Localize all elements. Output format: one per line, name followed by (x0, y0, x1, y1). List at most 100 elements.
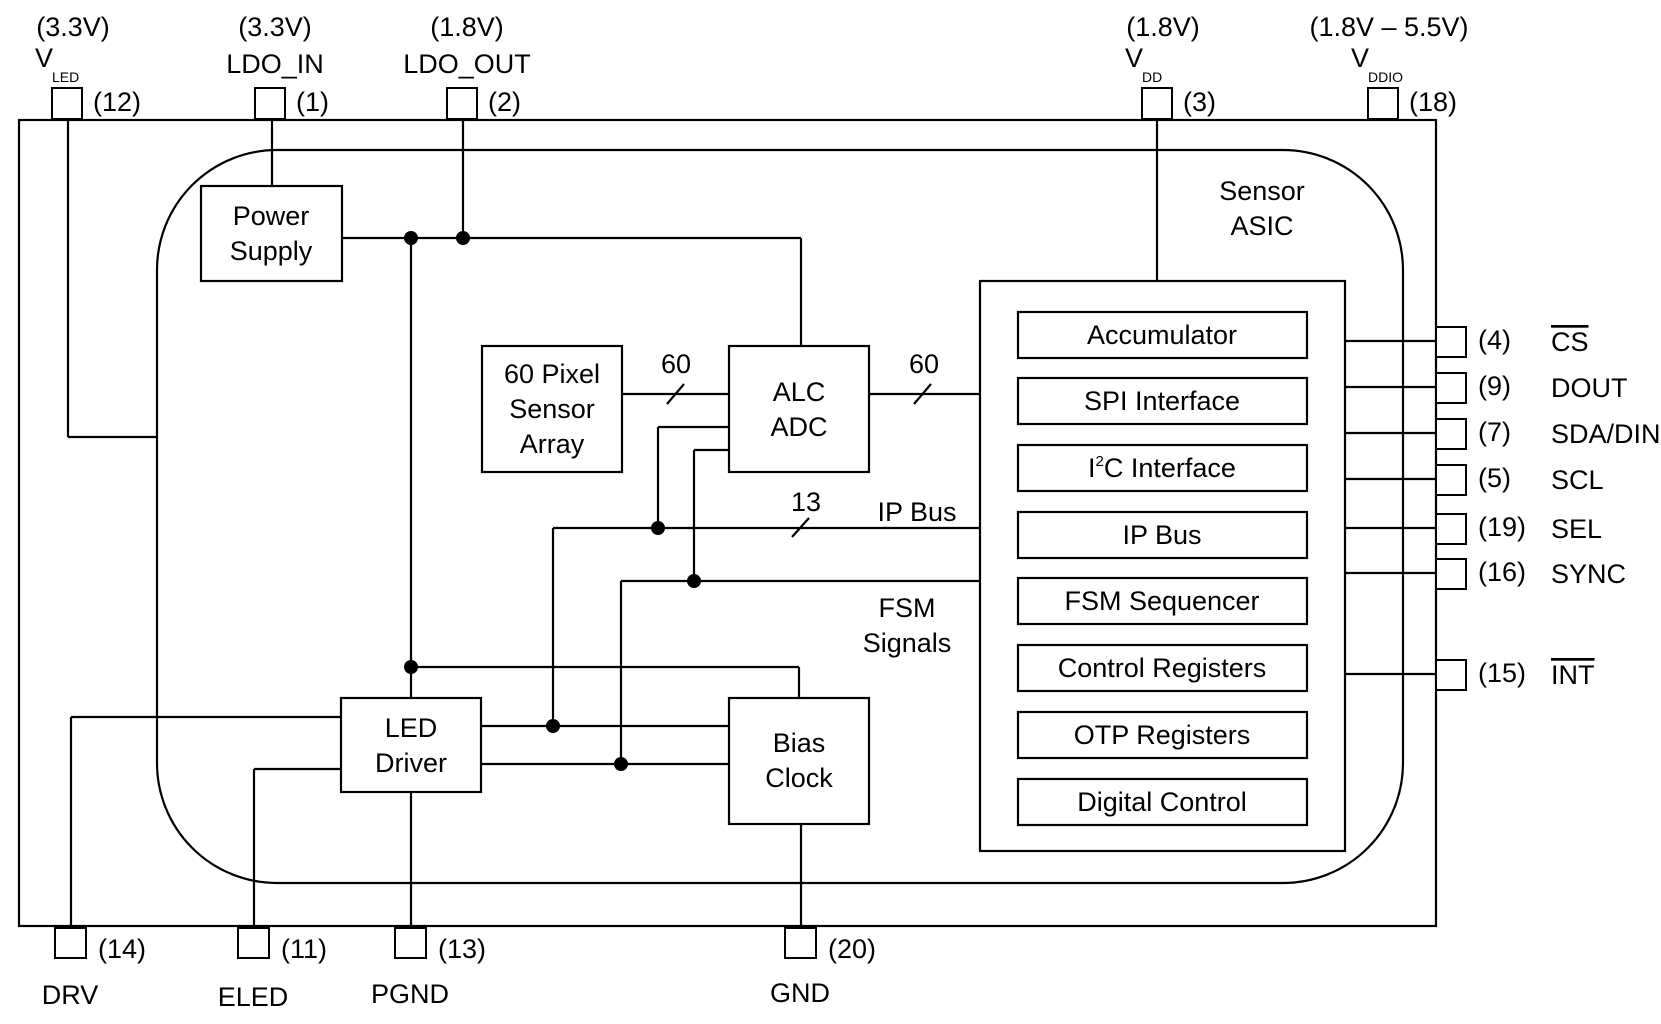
adc-bus-width: 60 (909, 349, 939, 379)
sensor-asic-boundary (155, 148, 1405, 885)
pin-ldo-in: (1) (3.3V) LDO_IN (226, 12, 329, 120)
pin-number: (18) (1409, 87, 1457, 117)
bottom-pins: (14)DRV(11)ELED(13)PGND(20)GND (42, 927, 876, 1012)
led-driver-label-line2: Driver (375, 748, 447, 778)
asic-block-fsm-sequencer: FSM Sequencer (1016, 576, 1309, 626)
alc-adc-block: ALC ADC (727, 344, 871, 474)
pin-pad (446, 87, 478, 120)
pin-name: SDA/DIN (1551, 419, 1661, 449)
asic-block-label: SPI Interface (1084, 386, 1240, 416)
pin-number: (19) (1478, 512, 1526, 542)
pin-pad (51, 87, 83, 120)
fsm-signals-label-line1: FSM (879, 593, 936, 623)
i2c-label: C Interface (1104, 453, 1236, 483)
alc-adc-label-line2: ADC (770, 412, 827, 442)
pin-sda-din: (7)SDA/DIN (1435, 417, 1661, 450)
pin-number: (5) (1478, 463, 1511, 493)
asic-block-label: OTP Registers (1074, 720, 1251, 750)
pin-gnd: (20) GND (770, 927, 876, 1008)
pin-pad (1435, 558, 1467, 590)
pin-pad (1141, 87, 1173, 120)
pin-number: (1) (296, 87, 329, 117)
pin-pad (394, 927, 427, 959)
asic-block-label: Digital Control (1077, 787, 1247, 817)
alc-adc-label-line1: ALC (773, 377, 826, 407)
asic-block-label: FSM Sequencer (1064, 586, 1259, 616)
pin-name: V (1125, 43, 1143, 73)
pin-number: (12) (93, 87, 141, 117)
pin-name: SCL (1551, 465, 1604, 495)
pin-eled: (11)ELED (218, 927, 327, 1012)
asic-block-label: Accumulator (1087, 320, 1237, 350)
pin-pad (1435, 326, 1467, 358)
asic-block-accumulator: Accumulator (1016, 310, 1309, 360)
pin-name: V (1351, 43, 1369, 73)
pin-pgnd: (13) PGND (371, 927, 486, 1009)
asic-block-digital-control: Digital Control (1016, 777, 1309, 827)
pin-name: GND (770, 978, 830, 1008)
pixel-bus-width: 60 (661, 349, 691, 379)
pin-number: (13) (438, 934, 486, 964)
wiring (66, 120, 1436, 926)
pin-name: CS (1551, 327, 1589, 357)
sensor-asic-label-line1: Sensor (1219, 176, 1305, 206)
pin-pad (1435, 659, 1467, 691)
asic-block-control-registers: Control Registers (1016, 643, 1309, 693)
pin-voltage: (3.3V) (36, 12, 110, 42)
pin-pad (1435, 513, 1467, 545)
power-supply-block: Power Supply (199, 184, 344, 283)
junction-dots (404, 231, 701, 771)
pin-number: (16) (1478, 557, 1526, 587)
pin-name: INT (1551, 660, 1595, 690)
pin-vdd: (3)(1.8V)VDD (1125, 12, 1216, 120)
pin-voltage: (3.3V) (238, 12, 312, 42)
pin-cs: (4) CS (1435, 325, 1589, 358)
pin-pad (1435, 372, 1467, 404)
pin-int: (15)INT (1435, 658, 1595, 691)
pin-pad (237, 927, 270, 959)
pin-name: DOUT (1551, 373, 1628, 403)
pin-name: LDO_IN (226, 49, 324, 79)
pixel-array-block: 60 Pixel Sensor Array (480, 344, 624, 474)
power-supply-label-line1: Power (233, 201, 310, 231)
asic-block-label: I2C Interface (1088, 453, 1236, 483)
pixel-array-label-line3: Array (520, 429, 585, 459)
bias-clock-label-line1: Bias (773, 728, 826, 758)
asic-block-spi-interface: SPI Interface (1016, 376, 1309, 426)
pin-pad (1435, 418, 1467, 450)
pin-name: PGND (371, 979, 449, 1009)
sensor-asic-label-line2: ASIC (1230, 211, 1293, 241)
asic-block-otp-registers: OTP Registers (1016, 710, 1309, 760)
pin-number: (20) (828, 934, 876, 964)
pin-number: (4) (1478, 325, 1511, 355)
pin-number: (3) (1183, 87, 1216, 117)
i2c-superscript: 2 (1096, 453, 1104, 470)
pin-number: (9) (1478, 371, 1511, 401)
pin-scl: (5) SCL (1435, 463, 1604, 496)
pin-name-subscript: LED (52, 69, 79, 85)
ip-bus-width: 13 (791, 487, 821, 517)
fsm-signals-label-line2: Signals (863, 628, 952, 658)
pin-pad (54, 927, 87, 959)
bias-clock-label-line2: Clock (765, 763, 833, 793)
pin-sync: (16)SYNC (1435, 557, 1626, 590)
asic-block-i2c-interface: I2C Interface (1016, 443, 1309, 493)
asic-block-label: IP Bus (1122, 520, 1201, 550)
led-driver-block: LED Driver (339, 696, 483, 794)
pin-number: (2) (488, 87, 521, 117)
ip-bus-label: IP Bus (877, 497, 956, 527)
pin-ldo-out: (2)(1.8V)LDO_OUT (403, 12, 531, 120)
pin-name-subscript: DDIO (1368, 69, 1403, 85)
pixel-array-label-line1: 60 Pixel (504, 359, 600, 389)
pin-name-subscript: DD (1142, 69, 1162, 85)
i2c-prefix: I (1088, 453, 1096, 483)
pixel-array-label-line2: Sensor (509, 394, 595, 424)
pin-name: DRV (42, 980, 99, 1010)
right-pins: (4)CS(9)DOUT(7)SDA/DIN(5)SCL(19)SEL(16)S… (1435, 325, 1661, 691)
pin-pad (254, 87, 286, 120)
pin-pad (1435, 464, 1467, 496)
pin-name: V (35, 43, 53, 73)
